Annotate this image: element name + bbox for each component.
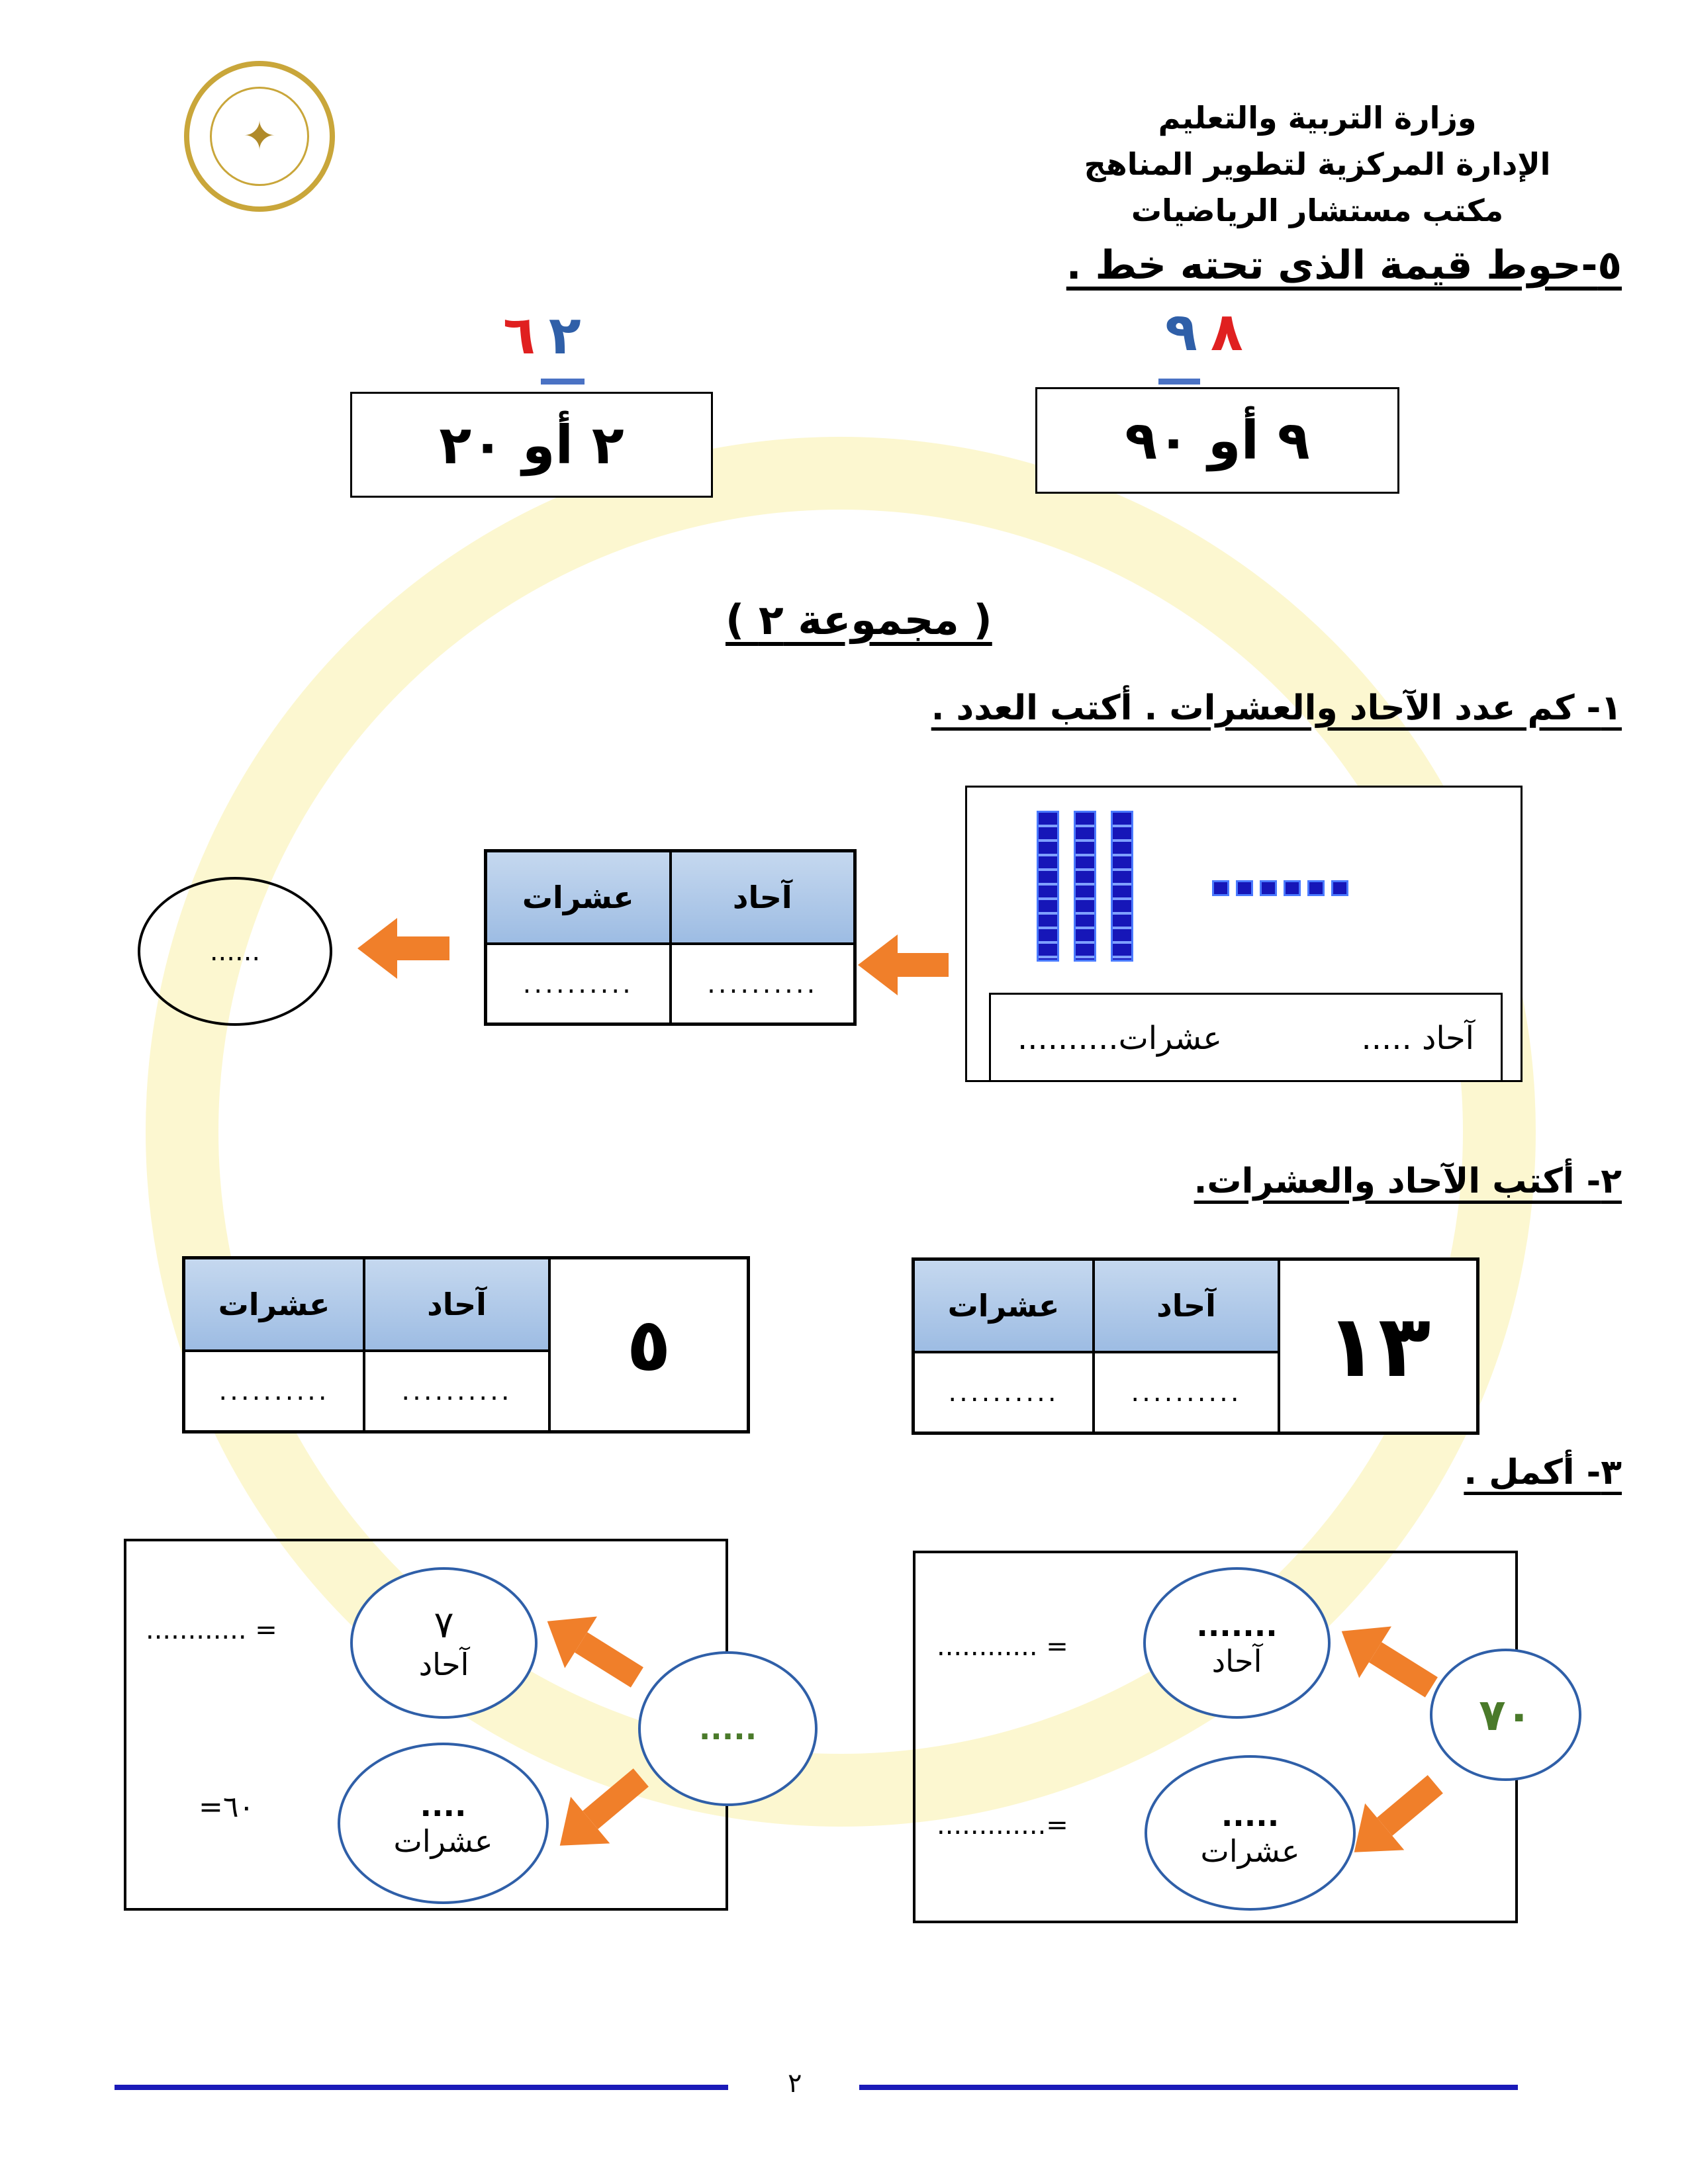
tens-label: عشرات [393,1823,493,1859]
header-tens: عشرات [184,1258,364,1351]
one-cube [1331,880,1348,896]
base-ten-blocks: ..........عشرات ..... آحاد [965,786,1523,1082]
ministry-logo: ✦ [184,61,335,212]
q3-title: ٣- أكمل . [1464,1453,1622,1492]
ones-label[interactable]: ..... آحاد [1361,1020,1474,1057]
ones-blank[interactable]: .......... [670,944,855,1024]
choice-box[interactable]: ٩ أو ٩٠ [1035,387,1399,494]
page-number: ٢ [788,2068,802,2099]
header-ones: آحاد [670,851,855,944]
header-ministry: وزارة التربية والتعليم [1158,100,1477,136]
digit-tens: ٢ [548,304,581,366]
tens-value[interactable]: .... [420,1788,467,1823]
digit-ones: ٦ [503,304,536,366]
underline-mark [1158,379,1200,385]
ones-blank[interactable]: .......... [364,1351,549,1432]
one-cube [1260,880,1277,896]
ones-value[interactable]: ....... [1196,1607,1278,1643]
eq-value[interactable]: ٦٠= [199,1790,255,1824]
q2-title: ٢- أكتب الآحاد والعشرات. [1194,1161,1622,1201]
place-value-table: ٥ آحاد عشرات .......... .......... [182,1256,750,1433]
number-cell: ٥ [549,1258,748,1432]
digit-ones: ٨ [1210,301,1243,363]
place-value-table: آحاد عشرات .......... .......... [484,849,857,1026]
arrow-left-icon [357,918,449,979]
one-cube [1284,880,1301,896]
eq-blank[interactable]: ............ = [146,1615,277,1645]
whole-number: ٧٠ [1430,1649,1581,1781]
one-cube [1307,880,1325,896]
ten-rod [1111,811,1133,962]
ones-blank[interactable]: .......... [1094,1352,1279,1433]
header-office: مكتب مستشار الرياضيات [1131,193,1504,228]
number-cell: ١٣ [1279,1259,1477,1433]
tens-blank[interactable]: .......... [184,1351,364,1432]
whole-number[interactable]: ..... [638,1651,818,1806]
ones-label: آحاد [1211,1643,1262,1679]
tens-label[interactable]: ..........عشرات [1017,1020,1223,1057]
footer-line [115,2085,728,2090]
eq-blank[interactable]: .............= [937,1810,1068,1841]
arrow-left-icon [858,934,949,995]
group-title: ( مجموعة ٢ ) [726,596,992,644]
answer-blank: ...... [209,936,261,967]
header-department: الإدارة المركزية لتطوير المناهج [1084,146,1551,182]
underline-mark [541,379,585,385]
ten-rod [1037,811,1059,962]
tens-label: عشرات [1200,1833,1300,1869]
tens-value[interactable]: ..... [1221,1797,1280,1833]
answer-oval[interactable]: ...... [138,877,332,1026]
header-tens: عشرات [486,851,671,944]
footer-line [859,2085,1518,2090]
q5-title: ٥-حوط قيمة الذى تحته خط . [1066,242,1622,289]
header-ones: آحاد [364,1258,549,1351]
header-ones: آحاد [1094,1259,1279,1352]
place-value-table: ١٣ آحاد عشرات .......... .......... [912,1257,1479,1435]
digit-tens: ٩ [1165,301,1197,363]
ones-value: ٧ [434,1604,454,1647]
eq-blank[interactable]: ............ = [937,1631,1068,1662]
header-tens: عشرات [914,1259,1094,1352]
q1-title: ١- كم عدد الآحاد والعشرات . أكتب العدد . [931,688,1622,728]
ten-rod [1074,811,1096,962]
choice-box[interactable]: ٢ أو ٢٠ [350,392,713,498]
tens-blank[interactable]: .......... [486,944,671,1024]
ones-label: آحاد [418,1647,469,1682]
one-cube [1236,880,1253,896]
one-cube [1212,880,1229,896]
tens-blank[interactable]: .......... [914,1352,1094,1433]
